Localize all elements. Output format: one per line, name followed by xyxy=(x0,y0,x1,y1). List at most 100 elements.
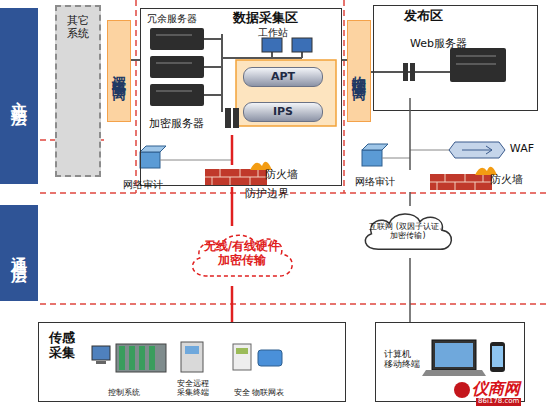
terminal-icon xyxy=(181,342,203,372)
meter-icon xyxy=(233,344,251,370)
control-system-icon xyxy=(96,361,106,364)
firewall-icon xyxy=(430,174,492,190)
node-text: 加密服务器 xyxy=(149,117,204,129)
component-label: 冗余服务器 xyxy=(147,13,197,24)
audit-link xyxy=(410,150,450,151)
laptop-icon xyxy=(432,340,476,370)
zone-box: 发布区Web服务器 xyxy=(373,5,538,111)
workstation-icon xyxy=(292,38,312,52)
audit-link xyxy=(160,160,232,161)
server-stack xyxy=(156,63,192,64)
node-text: 主站层 xyxy=(10,87,28,105)
isolation-link xyxy=(371,63,450,81)
layer-band: 通信层 xyxy=(0,205,38,301)
node-text: 互联网 (双因子认证、加密传输) xyxy=(357,222,459,240)
node-text: 数据采集区 xyxy=(233,11,298,26)
terminal-icon xyxy=(185,346,199,354)
watermark: 仪商网 xyxy=(472,380,520,398)
network-bus xyxy=(221,34,223,112)
connector xyxy=(409,192,411,206)
node-text: 网络审计 xyxy=(350,176,400,188)
isolation-link xyxy=(403,63,408,81)
node-text: 发布区 xyxy=(404,9,443,24)
phone-icon xyxy=(490,342,505,372)
node-text: 控制系统 xyxy=(84,388,164,397)
firewall-icon xyxy=(205,169,267,185)
connector xyxy=(231,187,234,226)
encryption-server: 加密服务器 xyxy=(147,113,241,135)
watermark-logo xyxy=(454,382,470,398)
zone-box: 数据采集区APTIPS加密服务器 xyxy=(140,8,342,186)
node-text: 无线/有线硬件 加密传输 xyxy=(183,240,301,268)
audit-node: 网络审计 xyxy=(350,143,400,187)
connector xyxy=(409,98,411,170)
web-server-icon xyxy=(450,48,506,82)
component-label: 工作站 xyxy=(258,27,288,38)
connector xyxy=(409,258,411,322)
node-text: WAF xyxy=(510,143,534,156)
firewall-icon xyxy=(430,174,492,190)
system-box: 其它 系统 xyxy=(55,5,101,177)
server-stack xyxy=(150,56,204,78)
security-device: IPS xyxy=(243,102,323,122)
server-stack xyxy=(156,35,192,36)
firewall: 防火墙 xyxy=(205,165,300,187)
waf-icon xyxy=(449,142,505,158)
web-server-icon xyxy=(456,64,496,65)
network-bus xyxy=(204,38,222,40)
audit-icon xyxy=(140,152,160,168)
control-system-icon xyxy=(116,344,166,372)
audit-node: 网络审计 xyxy=(118,146,168,190)
audit-icon xyxy=(362,150,382,166)
transport-cloud: 无线/有线硬件 加密传输 xyxy=(183,226,301,286)
meter-icon xyxy=(233,344,282,370)
encryption-device xyxy=(233,108,239,128)
field-device: 安全远程 采集终端 xyxy=(164,337,222,397)
encryption-device xyxy=(225,108,231,128)
workstation-icon xyxy=(262,38,312,52)
control-system-icon xyxy=(149,346,155,370)
node-text: 其它 系统 xyxy=(63,15,93,40)
meter-icon xyxy=(236,348,248,354)
connector xyxy=(231,135,234,165)
web-server-icon xyxy=(456,56,496,57)
server-stack xyxy=(150,28,204,50)
isolation-box: 逻辑隔离 xyxy=(107,20,131,122)
network-bus xyxy=(301,52,303,58)
node-text: 安全远程 采集终端 xyxy=(164,379,222,397)
network-bus xyxy=(222,57,302,59)
phone-icon xyxy=(490,342,505,372)
network-bus xyxy=(204,94,222,96)
meter-icon xyxy=(258,350,282,366)
server-stack xyxy=(150,28,204,106)
internet-cloud: 互联网 (双因子认证、加密传输) xyxy=(357,206,459,258)
audit-link xyxy=(382,158,410,159)
field-device: 安全 物联网表 xyxy=(229,337,289,397)
layer-boundary xyxy=(135,0,137,193)
control-system-icon xyxy=(92,346,110,360)
boundary-label: 防护边界 xyxy=(245,188,289,200)
audit-icon xyxy=(362,144,388,150)
watermark: 86i178.com xyxy=(476,398,521,406)
control-system-icon xyxy=(139,346,145,370)
connector xyxy=(231,286,234,322)
node-text: IPS xyxy=(273,106,293,119)
phone-icon xyxy=(492,346,503,367)
encryption-device xyxy=(225,108,239,128)
network-bus xyxy=(271,52,273,58)
network-bus xyxy=(204,66,222,68)
device-group: 传感 采集控制系统安全远程 采集终端安全 物联网表 xyxy=(38,322,346,402)
node-text: 通信层 xyxy=(10,244,28,262)
control-system-icon xyxy=(92,344,166,372)
isolation-link xyxy=(410,63,415,81)
laptop-icon xyxy=(422,370,486,376)
node-text: 传感 采集 xyxy=(49,331,77,361)
security-zone xyxy=(236,60,336,126)
node-text: 逻辑隔离 xyxy=(111,65,127,77)
audit-icon xyxy=(140,146,166,152)
layer-band: 主站层 xyxy=(0,8,38,184)
layer-boundary xyxy=(343,0,345,193)
control-system-icon xyxy=(119,346,125,370)
waf-icon xyxy=(462,146,492,154)
node-text: 网络审计 xyxy=(118,179,168,191)
